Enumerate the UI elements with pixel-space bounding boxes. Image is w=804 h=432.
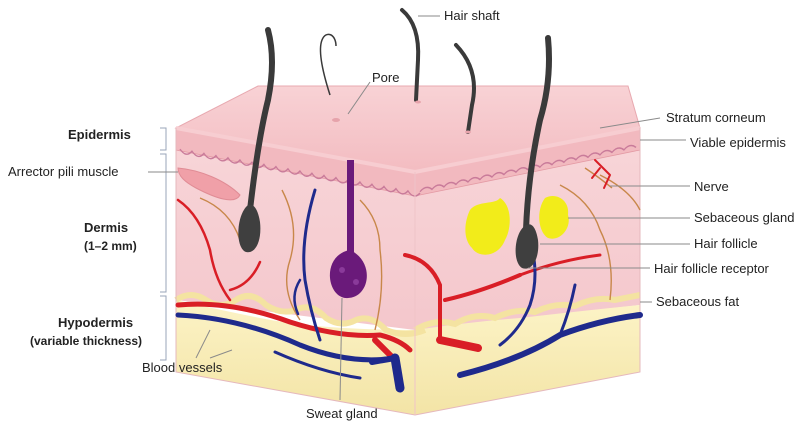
label-hypodermis: Hypodermis [58,315,133,330]
label-hair-follicle-receptor: Hair follicle receptor [654,261,770,276]
label-blood-vessels: Blood vessels [142,360,223,375]
label-dermis-thickness: (1–2 mm) [84,239,137,253]
label-hair-follicle: Hair follicle [694,236,758,251]
label-sebaceous-fat: Sebaceous fat [656,294,740,309]
label-sebaceous-gland: Sebaceous gland [694,210,794,225]
label-hypodermis-thickness: (variable thickness) [30,334,142,348]
label-hair-shaft: Hair shaft [444,8,500,23]
label-stratum-corneum: Stratum corneum [666,110,766,125]
label-nerve: Nerve [694,179,729,194]
layer-brackets [160,128,166,360]
label-sweat-gland: Sweat gland [306,406,378,421]
label-arrector-pili-muscle: Arrector pili muscle [8,164,119,179]
label-epidermis: Epidermis [68,127,131,142]
label-viable-epidermis: Viable epidermis [690,135,786,150]
label-pore: Pore [372,70,399,85]
label-dermis: Dermis [84,220,128,235]
